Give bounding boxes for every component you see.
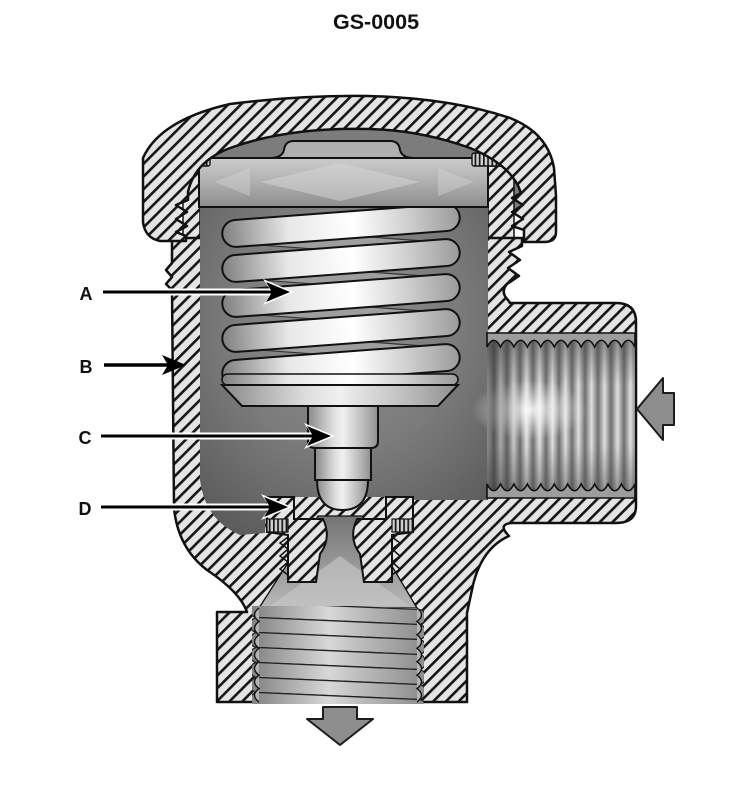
outlet-thread-profile-right	[415, 607, 423, 703]
poppet-tip	[315, 479, 370, 512]
inlet-flow-arrow-icon	[636, 377, 675, 441]
label-B-leader	[104, 355, 186, 375]
seat-left-half	[266, 496, 328, 583]
poppet-washer	[221, 373, 459, 386]
outlet-thread-profile-left	[253, 607, 261, 703]
cap-cross-section	[141, 94, 558, 244]
seat-right-half	[352, 496, 414, 583]
label-B: B	[80, 357, 93, 377]
seat-knurl-left	[266, 518, 289, 533]
outlet-port	[252, 606, 424, 704]
poppet-disc	[219, 384, 461, 407]
label-C-leader	[101, 423, 335, 449]
poppet-lower-cylinder	[314, 447, 372, 481]
seat-knurl-right	[391, 518, 414, 533]
label-A-leader	[103, 279, 294, 305]
label-D-leader	[101, 494, 292, 520]
poppet	[219, 373, 461, 512]
outlet-flow-arrow-icon	[306, 706, 374, 746]
label-D: D	[79, 499, 92, 519]
body-flange-right	[487, 165, 515, 241]
spring-retainer-plate	[198, 157, 489, 208]
inlet-thread-crests-top	[486, 332, 636, 349]
diagram-title: GS-0005	[333, 10, 419, 34]
inlet-port	[472, 332, 636, 499]
label-C: C	[79, 428, 92, 448]
inlet-thread-crests-bottom	[486, 482, 636, 499]
spring	[221, 203, 461, 388]
label-A: A	[80, 284, 93, 304]
cap-center-boss	[269, 140, 415, 159]
valve-seat	[266, 496, 414, 583]
